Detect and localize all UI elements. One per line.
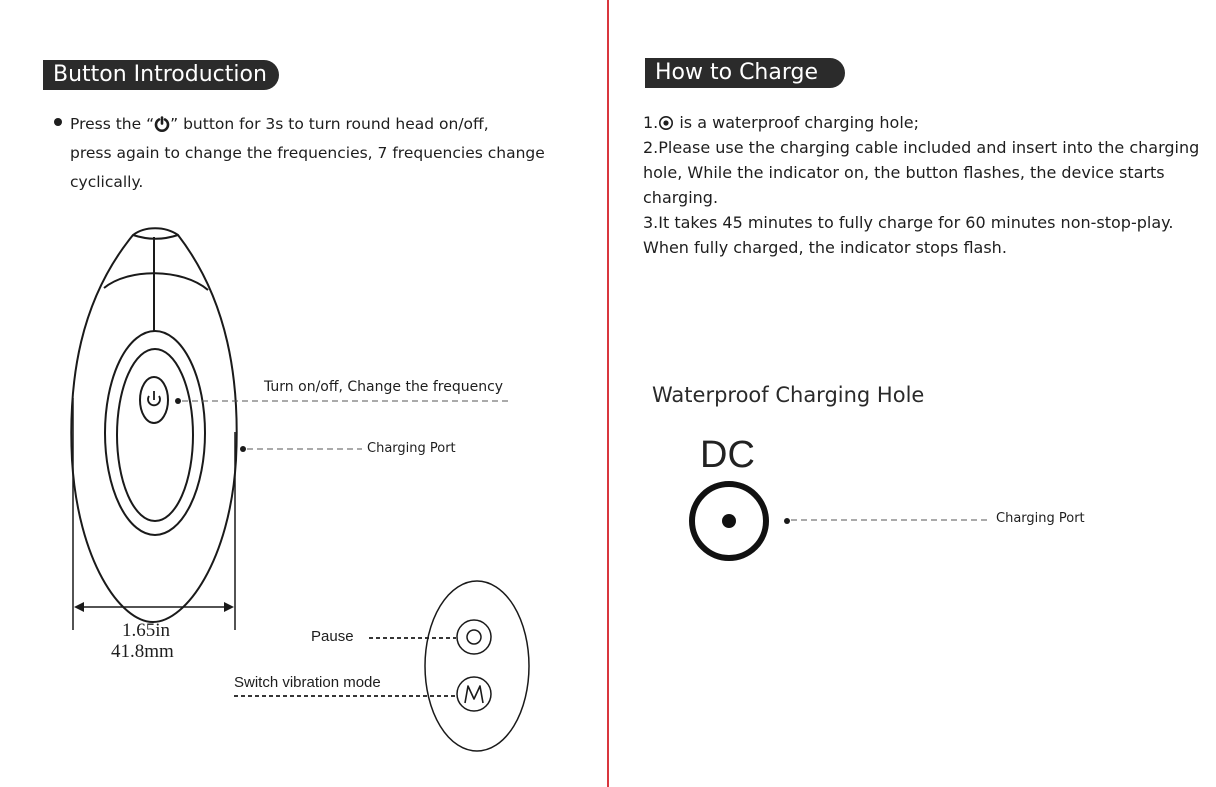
bullet-pre: Press the “ bbox=[70, 115, 155, 133]
dc-label: DC bbox=[700, 434, 755, 476]
mode-button-outer bbox=[456, 676, 492, 712]
button-introduction-heading: Button Introduction bbox=[43, 60, 279, 90]
pause-button-inner bbox=[466, 629, 482, 645]
charging-hole-icon bbox=[659, 116, 674, 130]
power-callout-dot bbox=[175, 398, 181, 404]
bullet-line3: cyclically. bbox=[70, 173, 144, 191]
power-icon bbox=[154, 116, 170, 132]
device-head-band bbox=[103, 272, 209, 291]
charge-step-1: 1. is a waterproof charging hole; bbox=[643, 110, 1203, 135]
dimension-inches: 1.65in bbox=[122, 620, 171, 641]
device-top-cap bbox=[132, 234, 179, 240]
button-instruction-text: Press the “ ” button for 3s to turn round… bbox=[70, 110, 570, 197]
dimension-arrow-left bbox=[74, 602, 84, 612]
dimension-mm: 41.8mm bbox=[111, 641, 174, 662]
inner-panel-oval bbox=[116, 348, 194, 522]
mode-m-icon bbox=[464, 685, 484, 704]
outer-panel-oval bbox=[104, 330, 206, 536]
how-to-charge-heading: How to Charge bbox=[645, 58, 845, 88]
dc-callout-dot bbox=[784, 518, 790, 524]
bullet-post: ” button for 3s to turn round head on/of… bbox=[170, 115, 489, 133]
bullet-dot bbox=[54, 118, 62, 126]
switch-mode-label: Switch vibration mode bbox=[234, 674, 381, 691]
waterproof-title: Waterproof Charging Hole bbox=[652, 383, 925, 407]
power-callout-label: Turn on/off, Change the frequency bbox=[264, 379, 504, 395]
pause-button-outer bbox=[456, 619, 492, 655]
charge-step-2: 2.Please use the charging cable included… bbox=[643, 138, 1200, 207]
device-outline bbox=[70, 227, 238, 624]
charging-callout-label: Charging Port bbox=[367, 441, 456, 456]
bullet-line2: press again to change the frequencies, 7… bbox=[70, 144, 545, 162]
center-divider bbox=[607, 0, 609, 787]
charge-instructions: 1. is a waterproof charging hole; 2.Plea… bbox=[643, 110, 1203, 260]
device-power-icon bbox=[147, 395, 161, 407]
step1-number: 1. bbox=[643, 113, 659, 132]
remote-outline bbox=[424, 580, 530, 752]
charge-step-3: 3.It takes 45 minutes to fully charge fo… bbox=[643, 213, 1174, 257]
dc-charging-port-label: Charging Port bbox=[996, 511, 1085, 526]
power-button-oval bbox=[139, 376, 169, 424]
step1-text: is a waterproof charging hole; bbox=[674, 113, 920, 132]
pause-label: Pause bbox=[311, 628, 354, 645]
dc-port-center bbox=[722, 514, 736, 528]
dc-port-ring bbox=[689, 481, 769, 561]
dimension-arrow-right bbox=[224, 602, 234, 612]
charging-callout-dot bbox=[240, 446, 246, 452]
